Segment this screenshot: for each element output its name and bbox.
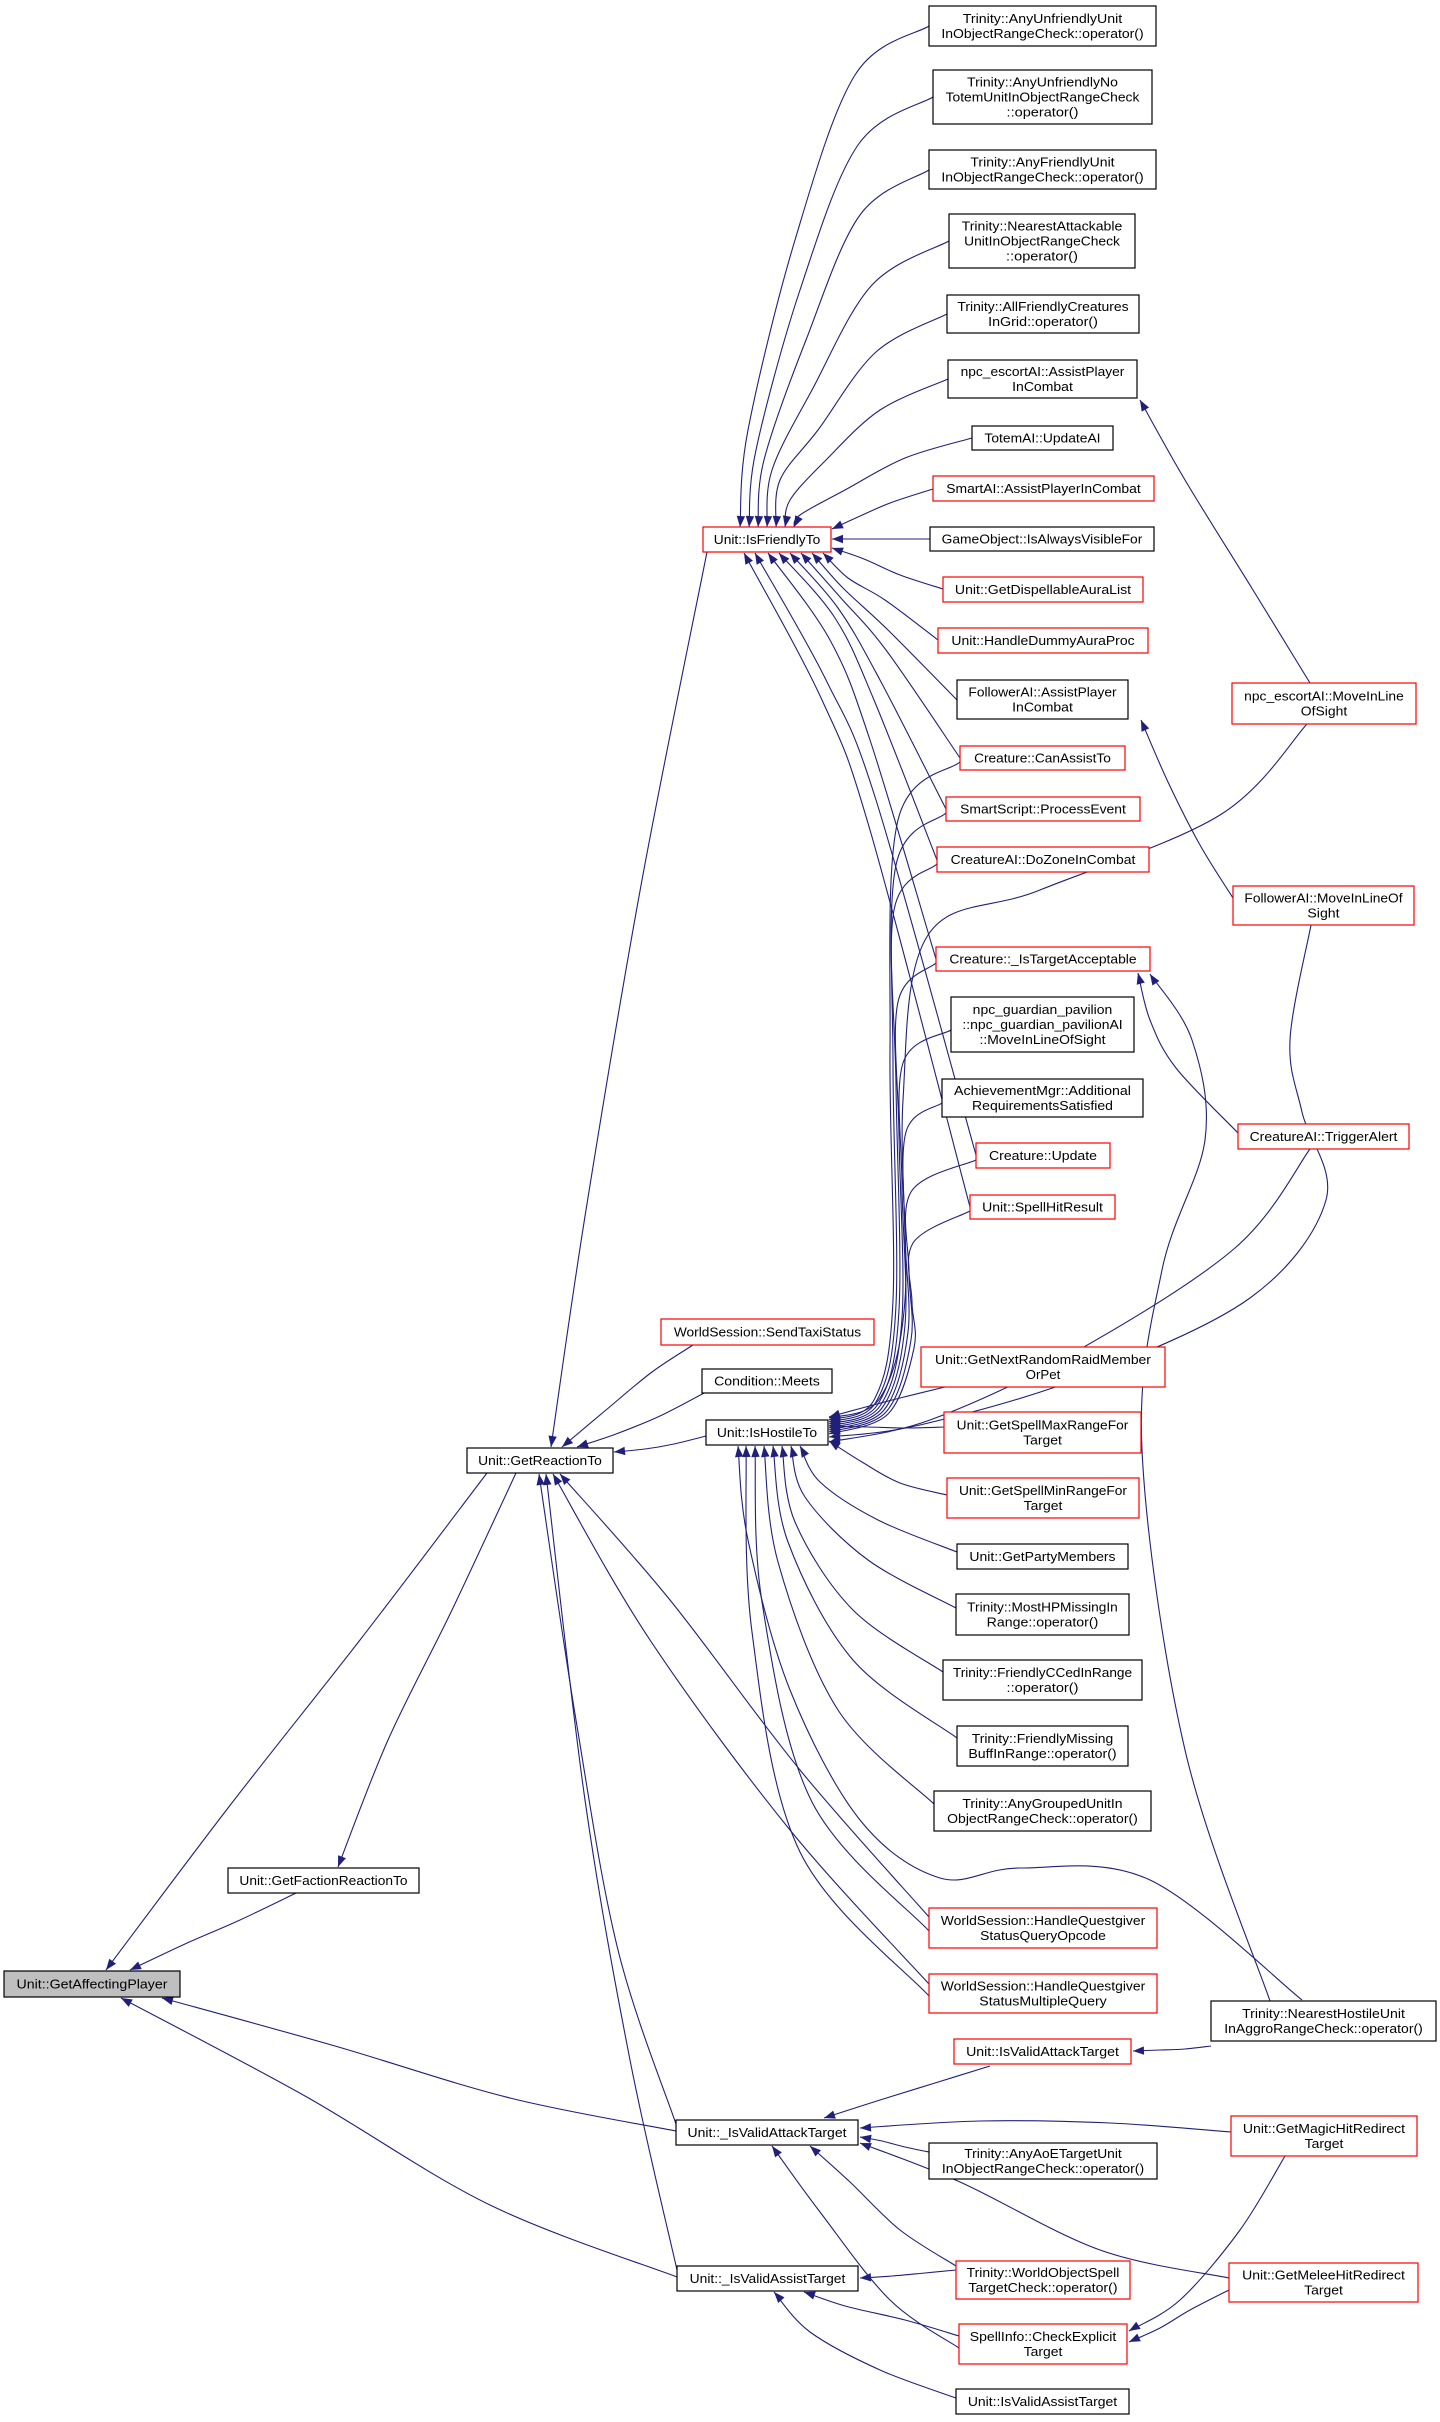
svg-text:npc_escortAI::AssistPlayer: npc_escortAI::AssistPlayer <box>961 365 1125 379</box>
svg-text:Target: Target <box>1024 2345 1063 2359</box>
svg-text:Trinity::AnyAoETargetUnit: Trinity::AnyAoETargetUnit <box>964 2147 1122 2161</box>
svg-text:Target: Target <box>1304 2284 1343 2298</box>
svg-text:Target: Target <box>1023 1434 1062 1448</box>
svg-text:InGrid::operator(): InGrid::operator() <box>988 315 1098 329</box>
svg-text:Unit::IsValidAttackTarget: Unit::IsValidAttackTarget <box>966 2045 1119 2059</box>
svg-text:RequirementsSatisfied: RequirementsSatisfied <box>972 1099 1113 1113</box>
svg-text:StatusMultipleQuery: StatusMultipleQuery <box>979 1995 1107 2009</box>
svg-text:Creature::Update: Creature::Update <box>989 1149 1097 1163</box>
svg-text:Trinity::FriendlyCCedInRange: Trinity::FriendlyCCedInRange <box>953 1666 1132 1680</box>
svg-text:SpellInfo::CheckExplicit: SpellInfo::CheckExplicit <box>970 2330 1117 2344</box>
svg-text:SmartScript::ProcessEvent: SmartScript::ProcessEvent <box>960 803 1126 817</box>
svg-text:Creature::_IsTargetAcceptable: Creature::_IsTargetAcceptable <box>949 953 1136 967</box>
svg-text:FollowerAI::AssistPlayer: FollowerAI::AssistPlayer <box>968 685 1116 699</box>
svg-text:Unit::HandleDummyAuraProc: Unit::HandleDummyAuraProc <box>951 634 1134 648</box>
svg-text:WorldSession::HandleQuestgiver: WorldSession::HandleQuestgiver <box>941 1979 1146 1993</box>
svg-text:OfSight: OfSight <box>1301 705 1348 719</box>
svg-text:Target: Target <box>1024 1499 1063 1513</box>
svg-text:InObjectRangeCheck::operator(): InObjectRangeCheck::operator() <box>941 171 1143 185</box>
svg-text:InObjectRangeCheck::operator(): InObjectRangeCheck::operator() <box>942 2162 1144 2176</box>
svg-text:InCombat: InCombat <box>1012 701 1073 715</box>
svg-text:Trinity::NearestAttackable: Trinity::NearestAttackable <box>962 219 1123 233</box>
svg-text:Unit::GetDispellableAuraList: Unit::GetDispellableAuraList <box>955 583 1132 597</box>
svg-text:InObjectRangeCheck::operator(): InObjectRangeCheck::operator() <box>941 27 1143 41</box>
svg-text:StatusQueryOpcode: StatusQueryOpcode <box>980 1929 1106 1943</box>
svg-text:TotemUnitInObjectRangeCheck: TotemUnitInObjectRangeCheck <box>946 91 1141 105</box>
svg-text:GameObject::IsAlwaysVisibleFor: GameObject::IsAlwaysVisibleFor <box>942 533 1143 547</box>
svg-text:TotemAI::UpdateAI: TotemAI::UpdateAI <box>984 432 1100 446</box>
svg-text:CreatureAI::DoZoneInCombat: CreatureAI::DoZoneInCombat <box>951 853 1136 867</box>
svg-text:::npc_guardian_pavilionAI: ::npc_guardian_pavilionAI <box>962 1018 1122 1032</box>
svg-text:Unit::GetSpellMaxRangeFor: Unit::GetSpellMaxRangeFor <box>957 1418 1129 1432</box>
svg-text:Unit::GetMeleeHitRedirect: Unit::GetMeleeHitRedirect <box>1242 2268 1405 2282</box>
svg-text:Unit::GetReactionTo: Unit::GetReactionTo <box>478 1454 602 1468</box>
svg-text:Unit::GetPartyMembers: Unit::GetPartyMembers <box>969 1550 1115 1564</box>
svg-text:CreatureAI::TriggerAlert: CreatureAI::TriggerAlert <box>1250 1130 1398 1144</box>
svg-text:Unit::_IsValidAssistTarget: Unit::_IsValidAssistTarget <box>690 2272 846 2286</box>
svg-text:::operator(): ::operator() <box>1006 250 1078 264</box>
svg-text:::MoveInLineOfSight: ::MoveInLineOfSight <box>980 1033 1107 1047</box>
svg-text:Trinity::MostHPMissingIn: Trinity::MostHPMissingIn <box>967 1600 1118 1614</box>
svg-text:Trinity::NearestHostileUnit: Trinity::NearestHostileUnit <box>1242 2007 1405 2021</box>
svg-text:Unit::IsFriendlyTo: Unit::IsFriendlyTo <box>714 533 821 547</box>
svg-text:Range::operator(): Range::operator() <box>987 1616 1099 1630</box>
svg-text:OrPet: OrPet <box>1026 1368 1061 1382</box>
svg-text:SmartAI::AssistPlayerInCombat: SmartAI::AssistPlayerInCombat <box>946 482 1141 496</box>
svg-text:Unit::IsHostileTo: Unit::IsHostileTo <box>717 1426 817 1440</box>
svg-text:Trinity::AnyUnfriendlyUnit: Trinity::AnyUnfriendlyUnit <box>963 12 1123 26</box>
svg-text:TargetCheck::operator(): TargetCheck::operator() <box>968 2281 1117 2295</box>
svg-text:Unit::GetSpellMinRangeFor: Unit::GetSpellMinRangeFor <box>959 1484 1127 1498</box>
svg-text:ObjectRangeCheck::operator(): ObjectRangeCheck::operator() <box>947 1812 1138 1826</box>
svg-text:Trinity::AnyUnfriendlyNo: Trinity::AnyUnfriendlyNo <box>967 75 1118 89</box>
svg-text:WorldSession::SendTaxiStatus: WorldSession::SendTaxiStatus <box>674 1326 861 1340</box>
svg-text:Creature::CanAssistTo: Creature::CanAssistTo <box>974 752 1111 766</box>
svg-text:Unit::IsValidAssistTarget: Unit::IsValidAssistTarget <box>968 2395 1118 2409</box>
svg-text:Unit::_IsValidAttackTarget: Unit::_IsValidAttackTarget <box>688 2126 848 2140</box>
svg-text:InAggroRangeCheck::operator(): InAggroRangeCheck::operator() <box>1224 2022 1423 2036</box>
svg-text:Trinity::AnyGroupedUnitIn: Trinity::AnyGroupedUnitIn <box>962 1797 1122 1811</box>
svg-text:UnitInObjectRangeCheck: UnitInObjectRangeCheck <box>964 235 1121 249</box>
svg-text:Trinity::AllFriendlyCreatures: Trinity::AllFriendlyCreatures <box>957 300 1128 314</box>
svg-text:InCombat: InCombat <box>1012 380 1073 394</box>
svg-text:Unit::GetNextRandomRaidMember: Unit::GetNextRandomRaidMember <box>935 1353 1151 1367</box>
svg-text:Unit::GetFactionReactionTo: Unit::GetFactionReactionTo <box>239 1874 407 1888</box>
svg-text:FollowerAI::MoveInLineOf: FollowerAI::MoveInLineOf <box>1244 891 1403 905</box>
svg-text:Sight: Sight <box>1307 907 1340 921</box>
svg-text:Target: Target <box>1305 2137 1344 2151</box>
svg-text:Unit::GetAffectingPlayer: Unit::GetAffectingPlayer <box>17 1978 168 1992</box>
svg-text:::operator(): ::operator() <box>1007 1681 1079 1695</box>
svg-text:npc_escortAI::MoveInLine: npc_escortAI::MoveInLine <box>1244 689 1404 703</box>
svg-text:AchievementMgr::Additional: AchievementMgr::Additional <box>954 1084 1131 1098</box>
svg-text:Trinity::FriendlyMissing: Trinity::FriendlyMissing <box>972 1732 1114 1746</box>
svg-text:Unit::SpellHitResult: Unit::SpellHitResult <box>982 1201 1103 1215</box>
svg-text:npc_guardian_pavilion: npc_guardian_pavilion <box>973 1003 1113 1017</box>
svg-text:Condition::Meets: Condition::Meets <box>714 1375 820 1389</box>
svg-text:Unit::GetMagicHitRedirect: Unit::GetMagicHitRedirect <box>1243 2122 1406 2136</box>
svg-text:BuffInRange::operator(): BuffInRange::operator() <box>968 1747 1116 1761</box>
svg-text:WorldSession::HandleQuestgiver: WorldSession::HandleQuestgiver <box>941 1914 1146 1928</box>
svg-text:::operator(): ::operator() <box>1007 106 1079 120</box>
svg-text:Trinity::WorldObjectSpell: Trinity::WorldObjectSpell <box>967 2266 1120 2280</box>
svg-text:Trinity::AnyFriendlyUnit: Trinity::AnyFriendlyUnit <box>970 155 1115 169</box>
